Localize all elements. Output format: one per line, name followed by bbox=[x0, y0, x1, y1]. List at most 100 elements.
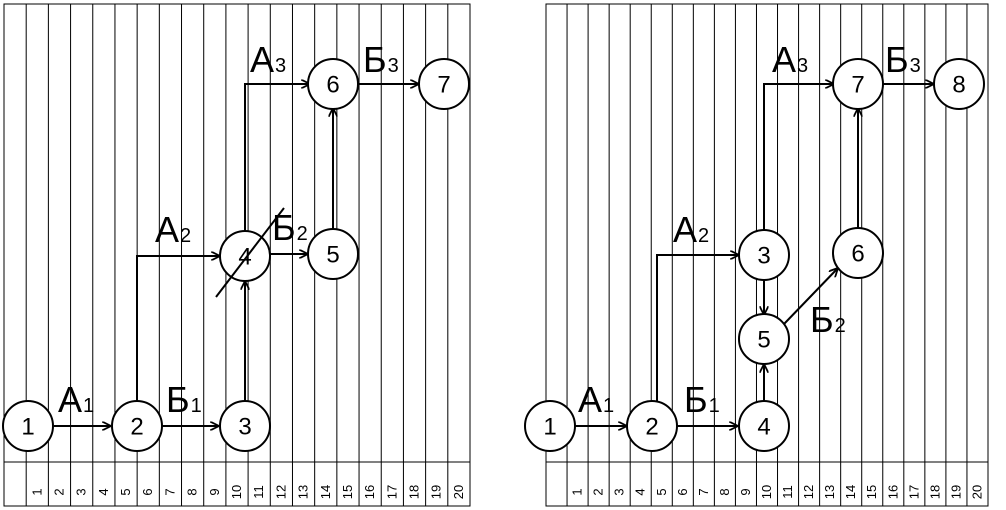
right-column-number: 14 bbox=[843, 485, 858, 499]
left-edge-2-4 bbox=[136, 256, 220, 401]
right-node: 8 bbox=[933, 58, 985, 110]
left-column-number: 5 bbox=[118, 488, 133, 495]
right-column-number: 6 bbox=[675, 488, 690, 495]
right-column-number: 17 bbox=[906, 485, 921, 499]
svg-text:1: 1 bbox=[21, 414, 34, 441]
left-label-b2: Б2 bbox=[272, 207, 308, 248]
right-column-number: 10 bbox=[759, 485, 774, 499]
right-node: 6 bbox=[832, 227, 884, 279]
left-column-number: 8 bbox=[185, 488, 200, 495]
right-grid bbox=[545, 3, 989, 507]
right-column-number: 13 bbox=[822, 485, 837, 499]
right-node: 7 bbox=[832, 58, 884, 110]
left-frame bbox=[3, 3, 471, 507]
right-label-b1: Б1 bbox=[684, 379, 720, 420]
left-node: 6 bbox=[307, 58, 359, 110]
left-label-a3: А3 bbox=[250, 39, 286, 80]
left-column-number: 7 bbox=[162, 488, 177, 495]
left-strike-line bbox=[215, 207, 285, 298]
right-nodes: 1 2 3 4 5 6 7 8 bbox=[524, 58, 985, 452]
left-label-a1: А1 bbox=[58, 379, 94, 420]
right-node: 2 bbox=[626, 400, 678, 452]
svg-text:2: 2 bbox=[645, 414, 658, 441]
right-column-number: 5 bbox=[654, 488, 669, 495]
right-column-number: 4 bbox=[633, 488, 648, 495]
right-column-number: 18 bbox=[927, 485, 942, 499]
right-column-number: 2 bbox=[591, 488, 606, 495]
svg-text:8: 8 bbox=[952, 72, 965, 99]
left-label-b3: Б3 bbox=[363, 39, 399, 80]
left-node: 2 bbox=[111, 400, 163, 452]
right-label-b2: Б2 bbox=[810, 299, 846, 340]
left-column-number: 11 bbox=[251, 485, 266, 499]
right-label-a2: А2 bbox=[673, 209, 709, 250]
svg-text:1: 1 bbox=[543, 414, 556, 441]
left-node: 3 bbox=[219, 400, 271, 452]
right-node: 5 bbox=[738, 313, 790, 365]
right-column-number: 1 bbox=[570, 488, 585, 495]
right-column-number: 9 bbox=[738, 488, 753, 495]
right-edges bbox=[575, 84, 934, 426]
svg-text:2: 2 bbox=[130, 414, 143, 441]
left-column-number: 20 bbox=[451, 485, 466, 499]
right-column-number: 20 bbox=[969, 485, 984, 499]
left-column-number: 3 bbox=[74, 488, 89, 495]
svg-text:7: 7 bbox=[437, 72, 450, 99]
left-column-number: 2 bbox=[51, 488, 66, 495]
right-column-number: 11 bbox=[780, 485, 795, 499]
left-node: 7 bbox=[418, 58, 470, 110]
left-edge-labels: А1 Б1 А2 Б2 А3 Б3 bbox=[58, 39, 399, 420]
left-label-a2: А2 bbox=[155, 209, 191, 250]
svg-text:5: 5 bbox=[757, 327, 770, 354]
left-column-number: 19 bbox=[429, 485, 444, 499]
left-column-number: 16 bbox=[362, 485, 377, 499]
left-edges bbox=[54, 84, 419, 426]
right-column-number: 15 bbox=[864, 485, 879, 499]
left-column-number: 4 bbox=[96, 488, 111, 495]
left-column-number: 15 bbox=[340, 485, 355, 499]
left-label-b1: Б1 bbox=[166, 379, 202, 420]
right-edge-3-7 bbox=[763, 84, 834, 230]
svg-text:3: 3 bbox=[757, 243, 770, 270]
svg-text:6: 6 bbox=[851, 241, 864, 268]
left-node: 5 bbox=[307, 228, 359, 280]
left-column-number: 17 bbox=[384, 485, 399, 499]
right-label-a3: А3 bbox=[772, 39, 808, 80]
right-node: 1 bbox=[524, 400, 576, 452]
left-node: 1 bbox=[2, 400, 54, 452]
right-node: 4 bbox=[738, 400, 790, 452]
right-column-number: 19 bbox=[948, 485, 963, 499]
right-column-number: 7 bbox=[696, 488, 711, 495]
svg-text:7: 7 bbox=[851, 72, 864, 99]
right-label-b3: Б3 bbox=[885, 39, 921, 80]
svg-text:4: 4 bbox=[757, 414, 770, 441]
left-column-number: 13 bbox=[296, 485, 311, 499]
right-frame bbox=[545, 3, 989, 507]
svg-text:3: 3 bbox=[238, 414, 251, 441]
left-column-number: 14 bbox=[318, 485, 333, 499]
right-column-number: 16 bbox=[885, 485, 900, 499]
right-node: 3 bbox=[738, 229, 790, 281]
svg-text:6: 6 bbox=[326, 72, 339, 99]
left-node: 4 bbox=[219, 230, 271, 282]
left-edge-4-6 bbox=[244, 84, 310, 231]
left-nodes: 1 2 3 4 5 6 7 bbox=[2, 58, 470, 452]
left-column-number: 1 bbox=[29, 488, 44, 495]
right-edge-2-3 bbox=[656, 255, 739, 402]
svg-text:5: 5 bbox=[326, 242, 339, 269]
left-column-number: 18 bbox=[407, 485, 422, 499]
right-label-a1: А1 bbox=[578, 379, 614, 420]
left-column-number: 9 bbox=[207, 488, 222, 495]
right-edge-5-6 bbox=[783, 268, 838, 325]
right-column-number: 12 bbox=[801, 485, 816, 499]
right-edge-labels: А1 Б1 А2 Б2 А3 Б3 bbox=[578, 39, 921, 420]
right-column-number: 3 bbox=[612, 488, 627, 495]
left-column-number: 6 bbox=[140, 488, 155, 495]
left-column-number: 10 bbox=[229, 485, 244, 499]
right-column-number: 8 bbox=[717, 488, 732, 495]
